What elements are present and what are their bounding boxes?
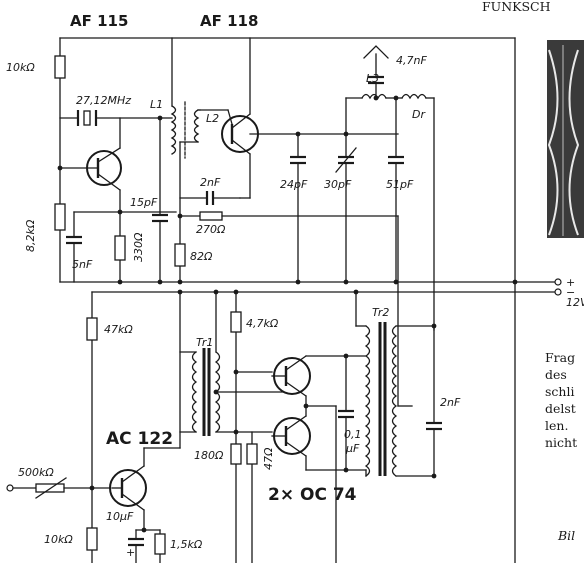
resistor-330-label: 330Ω [132,232,145,262]
crystal-frequency-label: 27,12MHz [76,94,131,107]
resistor-270 [199,211,223,221]
resistor-47k [86,317,98,341]
magazine-header: FUNKSCH [482,0,551,14]
transistor-oc74-upper [271,355,311,397]
antenna-icon [363,45,389,59]
coil-l1-label: L1 [150,98,163,111]
capacitor-30p-label: 30pF [324,178,352,191]
plus-label: + [566,276,575,289]
af115-label: AF 115 [70,12,128,30]
resistor-270-label: 270Ω [196,223,226,236]
oc74-label: 2× OC 74 [268,485,357,505]
resistor-82 [174,243,186,267]
transformer-tr2 [364,322,398,477]
capacitor-51p-label: 51pF [386,178,414,191]
figure-caption: Bil [557,528,575,543]
ac122-label: AC 122 [106,429,173,449]
transistor-af118 [199,109,259,155]
capacitor-0u1-unit: µF [345,442,360,455]
coil-l3 [361,93,387,100]
resistor-47 [246,443,258,465]
resistor-1k5-label: 1,5kΩ [170,538,203,551]
resistor-8k2-label: 8,2kΩ [24,219,37,252]
side-text-line-5: len. [545,418,568,433]
side-text-line-6: nicht [545,435,577,450]
plus-terminal [554,278,562,286]
resistor-10k-bottom [86,527,98,551]
resistor-4k7-label: 4,7kΩ [246,317,279,330]
junction-dots [57,95,518,533]
transistor-ac122 [109,465,147,511]
resistor-4k7 [230,311,242,333]
resistor-10k-top [54,55,66,79]
oscillogram-image [547,40,584,238]
capacitor-4n7-label: 4,7nF [396,54,427,67]
choke-dr-label: Dr [412,108,426,121]
minus-label: − [566,286,575,299]
transformer-tr1-label: Tr1 [196,336,213,349]
capacitor-24p-label: 24pF [280,178,308,191]
trimmer-arrow [335,147,357,173]
input-terminal [6,484,14,492]
transformer-tr2-label: Tr2 [372,306,389,319]
af118-label: AF 118 [200,12,258,30]
capacitor-5n-label: 5nF [72,258,93,271]
coil-l2 [193,109,200,143]
resistor-47-label: 47Ω [262,447,275,470]
transistor-af115 [59,147,122,191]
resistor-330 [114,235,126,261]
side-text-line-2: des [545,367,567,382]
capacitor-2n-top-label: 2nF [200,176,221,189]
crystal-27mhz [83,110,91,126]
transformer-tr1 [191,348,221,436]
resistor-47k-label: 47kΩ [104,323,133,336]
side-text-line-1: Frag [545,350,575,365]
voltage-label: 12V [566,296,584,309]
resistor-10k-bottom-label: 10kΩ [44,533,73,546]
side-text-line-3: schli [545,384,574,399]
resistor-8k2 [54,203,66,231]
resistor-180-label: 180Ω [194,449,224,462]
resistor-82-label: 82Ω [190,250,213,263]
side-text-line-4: delst [545,401,576,416]
resistor-180 [230,443,242,465]
transistor-oc74-lower [271,415,311,457]
coil-l1 [170,105,177,155]
capacitor-2n-right-label: 2nF [440,396,461,409]
coil-l2-label: L2 [206,112,219,125]
capacitor-15p-label: 15pF [130,196,158,209]
minus-terminal [554,288,562,296]
potentiometer-500k-label: 500kΩ [18,466,54,479]
capacitor-10u-label: 10µF [106,510,134,523]
svg-text:+: + [126,546,135,559]
resistor-10k-top-label: 10kΩ [6,61,35,74]
capacitor-0u1-label: 0,1 [344,428,362,441]
resistor-1k5 [154,533,166,555]
choke-dr [401,93,427,100]
